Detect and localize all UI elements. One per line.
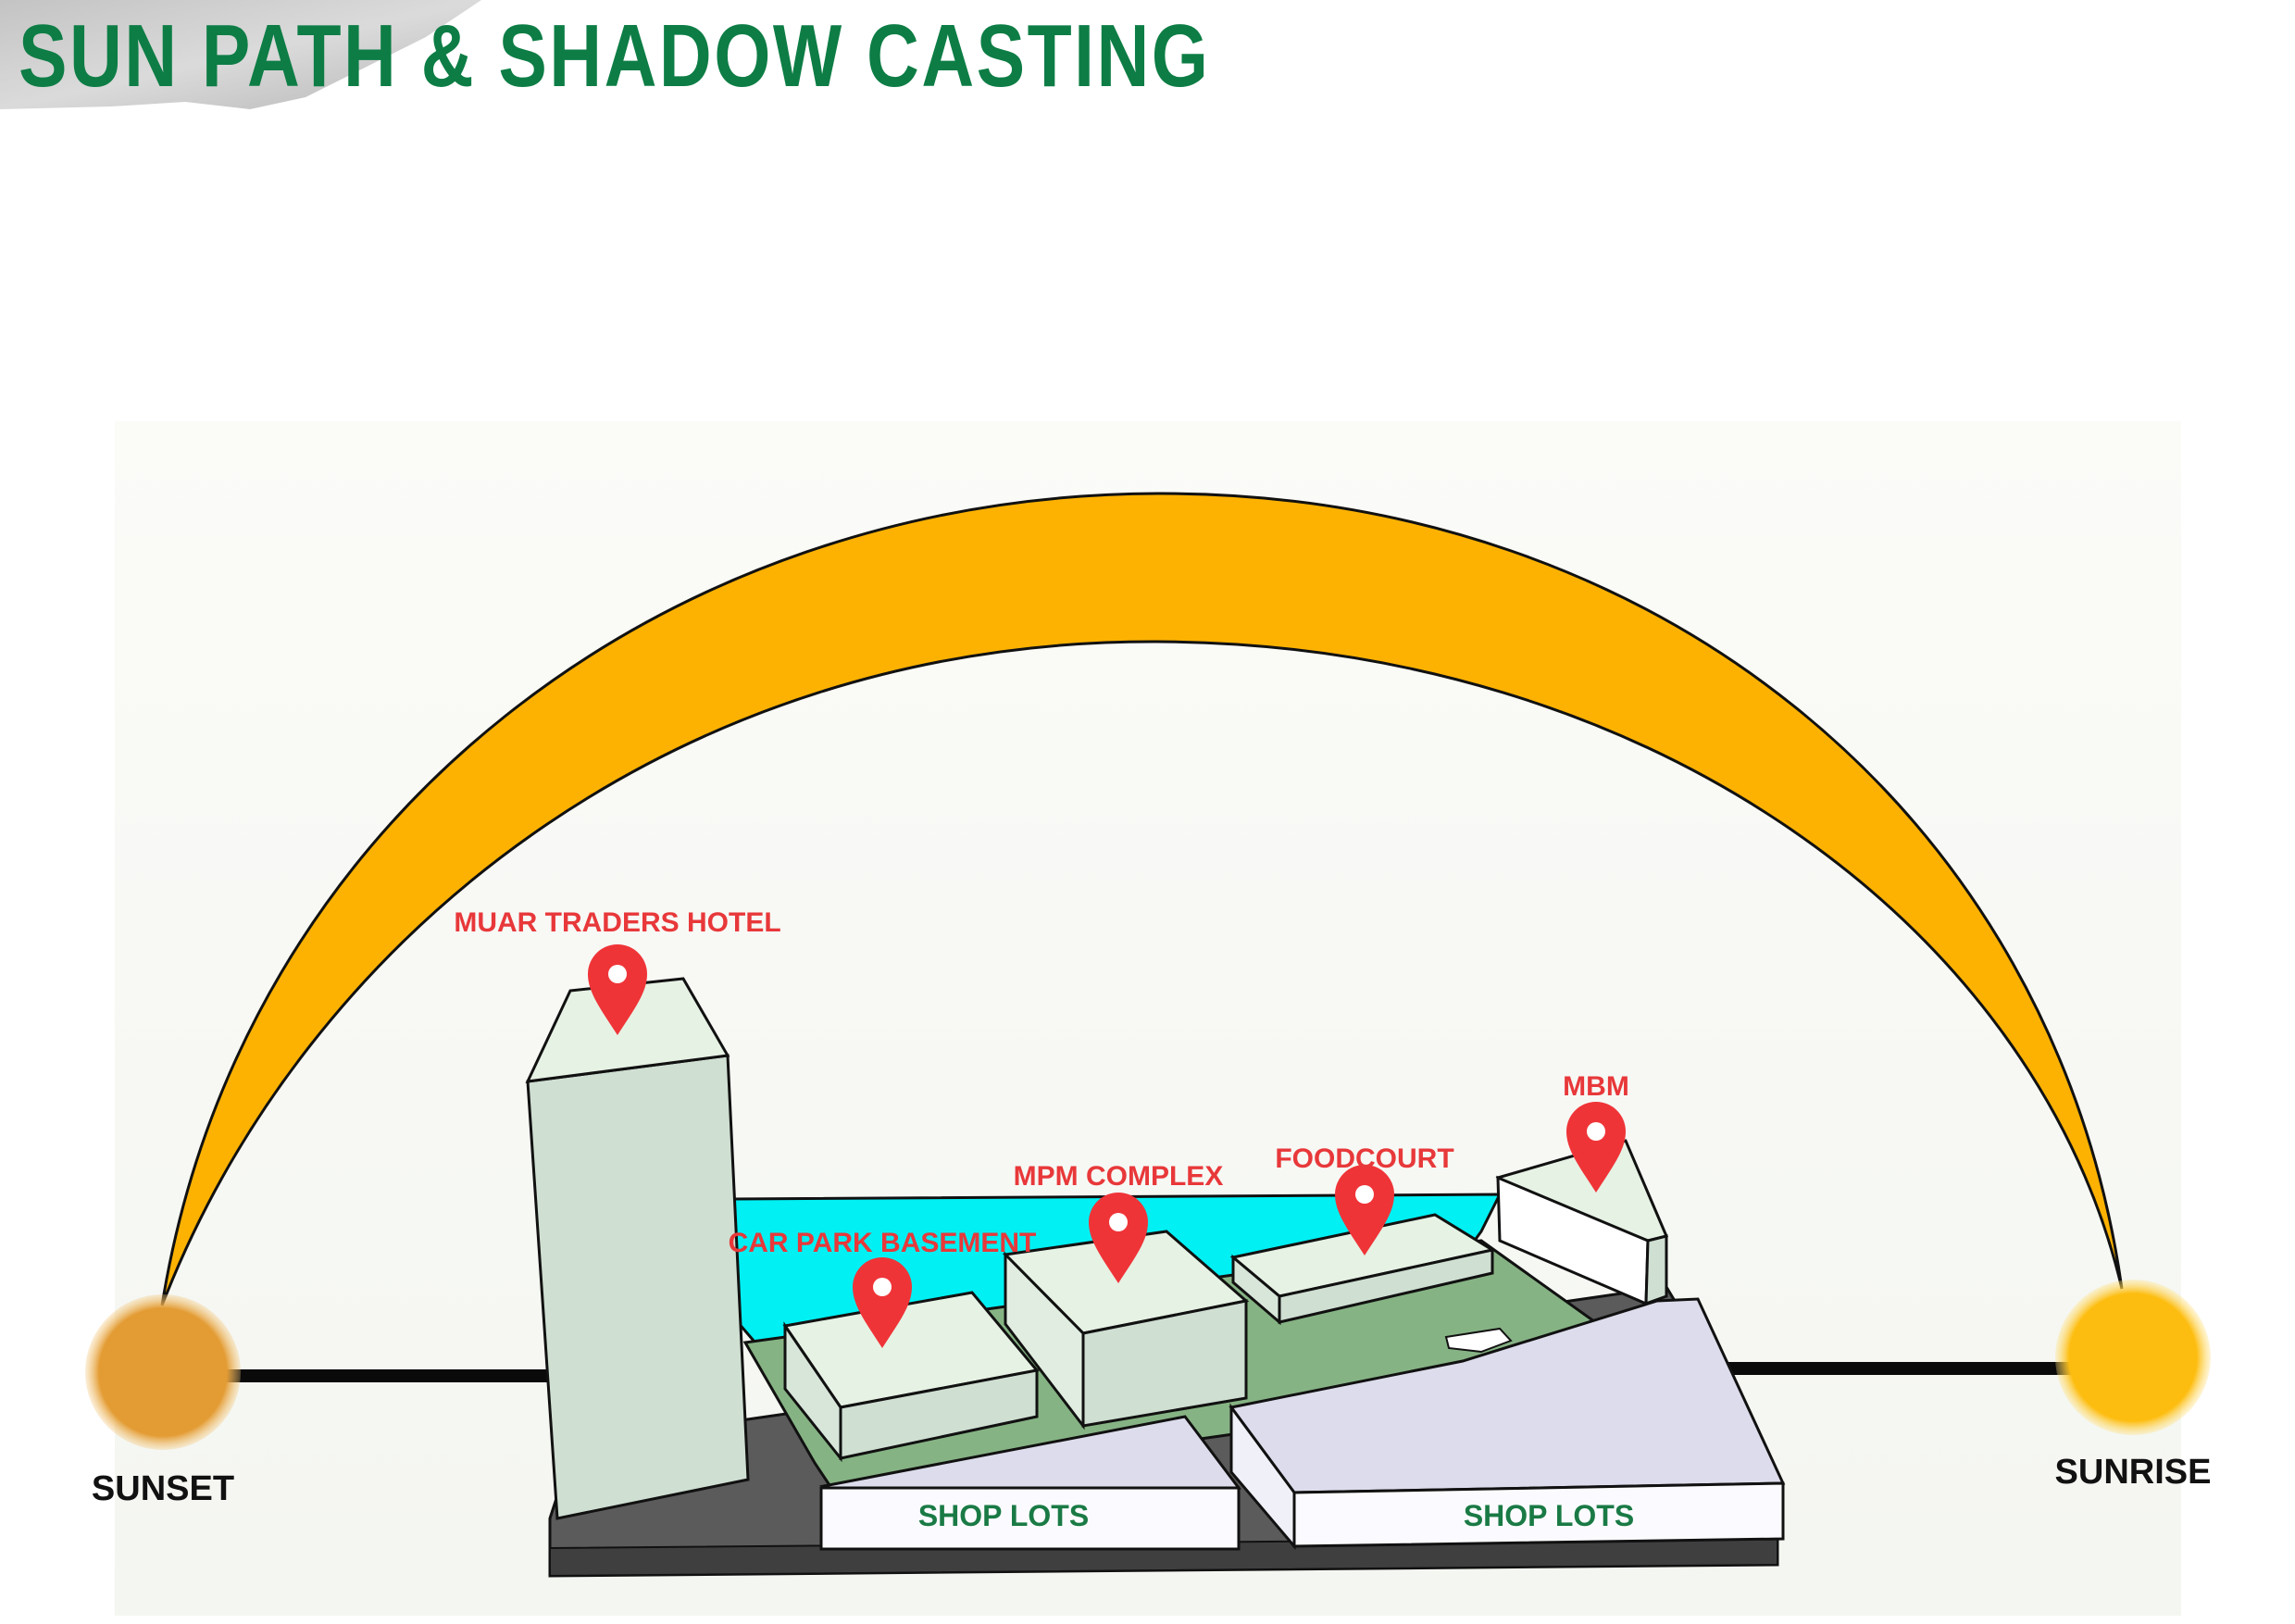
shop-lots-right-front	[1292, 1481, 1785, 1548]
hotel-pin-icon[interactable]	[588, 944, 647, 1035]
shop-lots-right-label: SHOP LOTS	[1464, 1499, 1634, 1532]
mbm-pin-icon[interactable]	[1566, 1102, 1626, 1193]
mbm-label: MBM	[1563, 1071, 1629, 1102]
sunset-sun	[85, 1294, 241, 1450]
page-title: SUN PATH & SHADOW CASTING	[19, 6, 1211, 106]
foodcourt-label: FOODCOURT	[1275, 1143, 1453, 1174]
sunrise-label: SUNRISE	[2055, 1453, 2212, 1492]
foodcourt-left	[1231, 1254, 1281, 1326]
mbm-side	[1644, 1234, 1668, 1306]
sunset-label: SUNSET	[92, 1469, 234, 1508]
shop-lots-left-front	[819, 1486, 1241, 1551]
mpm-complex-label: MPM COMPLEX	[1014, 1161, 1224, 1192]
kiosk	[1444, 1327, 1513, 1354]
sun-path-arc	[160, 492, 2124, 1306]
car-park-label: CAR PARK BASEMENT	[729, 1228, 1037, 1258]
foodcourt-pin-icon[interactable]	[1335, 1165, 1394, 1255]
mpm-complex-pin-icon[interactable]	[1089, 1193, 1148, 1283]
car-park-left	[783, 1321, 842, 1463]
hotel-tower-top	[525, 977, 730, 1083]
hotel-tower-side	[526, 1054, 750, 1520]
hotel-label: MUAR TRADERS HOTEL	[454, 907, 780, 938]
corner-texture	[0, 0, 481, 109]
car-park-pin-icon[interactable]	[853, 1257, 912, 1348]
mpm-complex-left	[1004, 1251, 1085, 1430]
shop-lots-left-label: SHOP LOTS	[918, 1499, 1089, 1532]
sunrise-sun	[2055, 1280, 2211, 1435]
